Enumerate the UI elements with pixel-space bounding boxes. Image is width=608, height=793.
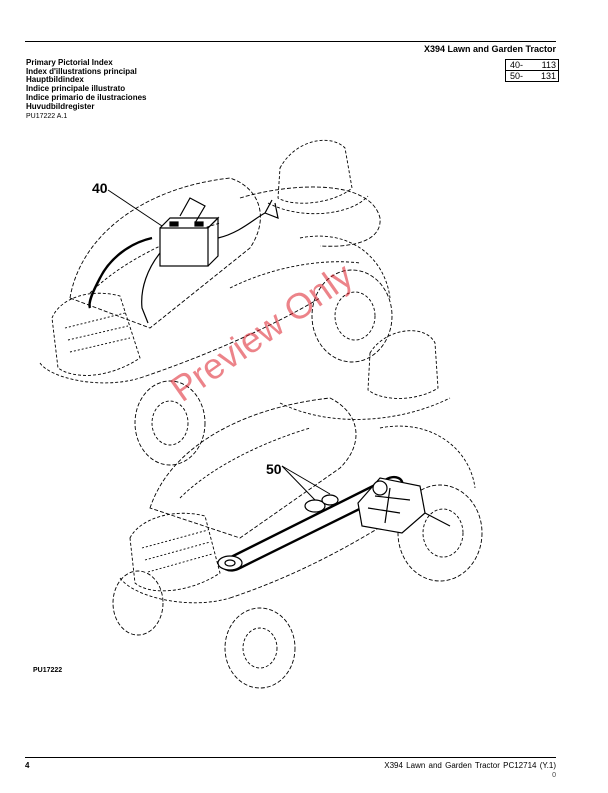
group-number: 40- xyxy=(510,60,524,70)
callout-40: 40 xyxy=(92,180,108,196)
page-number-ref: 131 xyxy=(540,71,556,81)
page-reference-table: 40- 113 50- 131 xyxy=(505,59,559,82)
page-number-ref: 113 xyxy=(541,60,556,70)
page-number: 4 xyxy=(25,761,30,770)
index-title: Primary Pictorial Index xyxy=(26,58,113,67)
callout-50: 50 xyxy=(266,461,282,477)
index-title: Index d'illustrations principal xyxy=(26,66,137,76)
reference-code: PU17222 A.1 xyxy=(26,113,68,120)
footer-extra: 0 xyxy=(552,772,556,779)
page-reference-row[interactable]: 50- 131 xyxy=(506,70,558,81)
tractor-illustration: 40 50 xyxy=(39,139,483,689)
footer-rule xyxy=(25,757,556,758)
index-title: Huvudbildregister xyxy=(26,101,95,111)
header-rule xyxy=(25,41,556,42)
group-number: 50- xyxy=(510,71,524,81)
page-reference-row[interactable]: 40- 113 xyxy=(506,60,558,70)
footer-text: X394 Lawn and Garden Tractor PC12714 (Y.… xyxy=(384,761,556,770)
battery-assembly xyxy=(88,197,279,324)
index-title: Indice primario de ilustraciones xyxy=(26,92,147,102)
drive-belt-assembly xyxy=(217,476,451,572)
index-title-list: Primary Pictorial Index Index d'illustra… xyxy=(26,58,147,111)
figure-id: PU17222 xyxy=(33,667,63,674)
index-title: Indice principale illustrato xyxy=(26,84,126,94)
index-title: Hauptbildindex xyxy=(26,75,84,85)
header-title: X394 Lawn and Garden Tractor xyxy=(423,44,556,54)
